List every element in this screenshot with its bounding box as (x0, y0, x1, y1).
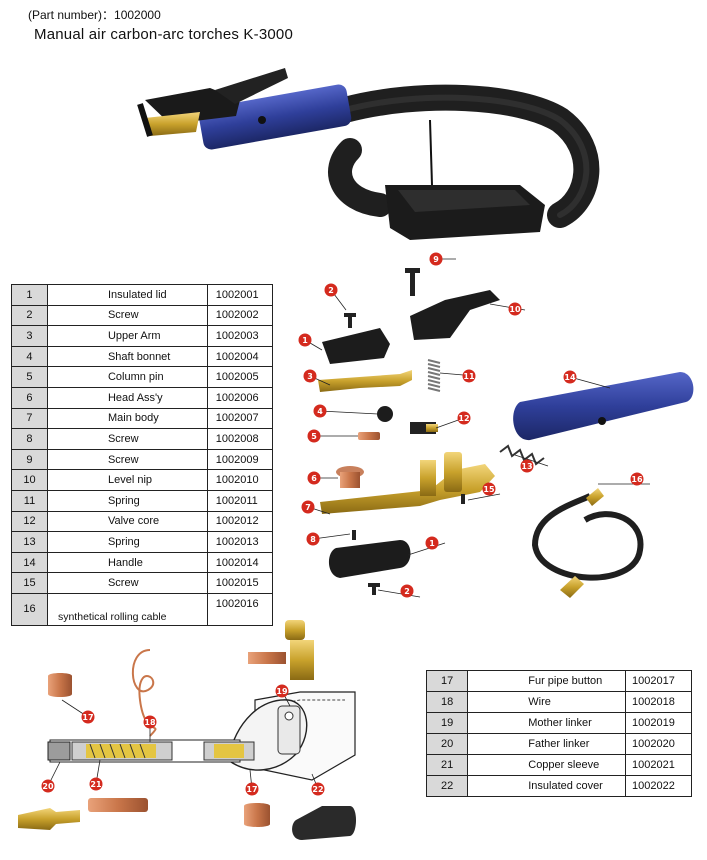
svg-text:21: 21 (90, 780, 102, 789)
callout-badge: 2 (377, 584, 421, 598)
svg-text:16: 16 (631, 475, 643, 484)
svg-text:17: 17 (82, 713, 93, 722)
svg-text:13: 13 (521, 462, 532, 471)
svg-text:10: 10 (509, 305, 521, 314)
callout-badge: 8 (306, 532, 351, 546)
svg-text:12: 12 (458, 414, 469, 423)
svg-text:19: 19 (276, 687, 288, 696)
callout-badge: 9 (429, 252, 456, 266)
callout-badge: 5 (307, 429, 358, 443)
callout-badge: 21 (89, 759, 103, 791)
page-title: Manual air carbon-arc torches K-3000 (34, 26, 293, 43)
callout-badge: 1 (407, 536, 446, 556)
callout-badge: 7 (301, 500, 331, 515)
callout-badge: 1 (298, 333, 323, 351)
svg-text:11: 11 (463, 372, 475, 381)
svg-text:9: 9 (433, 255, 439, 264)
callout-badge: 17 (245, 769, 259, 796)
callout-badge: 13 (514, 454, 549, 473)
callout-badge: 22 (311, 773, 325, 796)
torch-photo (137, 68, 600, 240)
svg-text:3: 3 (307, 372, 313, 381)
callout-badge: 19 (275, 684, 291, 707)
svg-text:1: 1 (429, 539, 435, 548)
svg-text:8: 8 (310, 535, 316, 544)
callout-badge: 6 (307, 471, 338, 485)
svg-text:4: 4 (317, 407, 323, 416)
svg-text:5: 5 (311, 432, 317, 441)
svg-text:2: 2 (404, 587, 410, 596)
svg-text:18: 18 (144, 718, 156, 727)
svg-text:22: 22 (312, 785, 323, 794)
callout-badge: 20 (41, 761, 61, 793)
cable-diagram (18, 620, 356, 840)
part-number: (Part number)：1002000 (28, 8, 161, 22)
callout-badge: 15 (467, 482, 501, 501)
svg-text:20: 20 (42, 782, 54, 791)
callout-badge: 14 (563, 370, 611, 389)
callout-badge: 18 (143, 715, 157, 742)
callout-badge: 10 (489, 302, 526, 316)
callout-badge: 4 (313, 404, 379, 418)
callouts: 9 2 10 1 11 3 14 4 12 5 13 6 15 16 7 8 1… (41, 252, 650, 796)
svg-text:17: 17 (246, 785, 257, 794)
callout-badge: 11 (439, 369, 476, 383)
svg-text:2: 2 (328, 286, 334, 295)
svg-text:15: 15 (483, 485, 495, 494)
callout-badge: 17 (61, 699, 95, 724)
rolling-cable (531, 488, 644, 598)
callout-badge: 12 (435, 411, 471, 429)
svg-text:1: 1 (302, 336, 308, 345)
svg-text:6: 6 (311, 474, 317, 483)
svg-text:14: 14 (564, 373, 576, 382)
exploded-view (318, 268, 694, 598)
svg-text:7: 7 (305, 503, 311, 512)
callout-badge: 16 (598, 472, 650, 486)
callout-badge: 3 (303, 369, 331, 386)
callout-badge: 2 (324, 283, 347, 311)
